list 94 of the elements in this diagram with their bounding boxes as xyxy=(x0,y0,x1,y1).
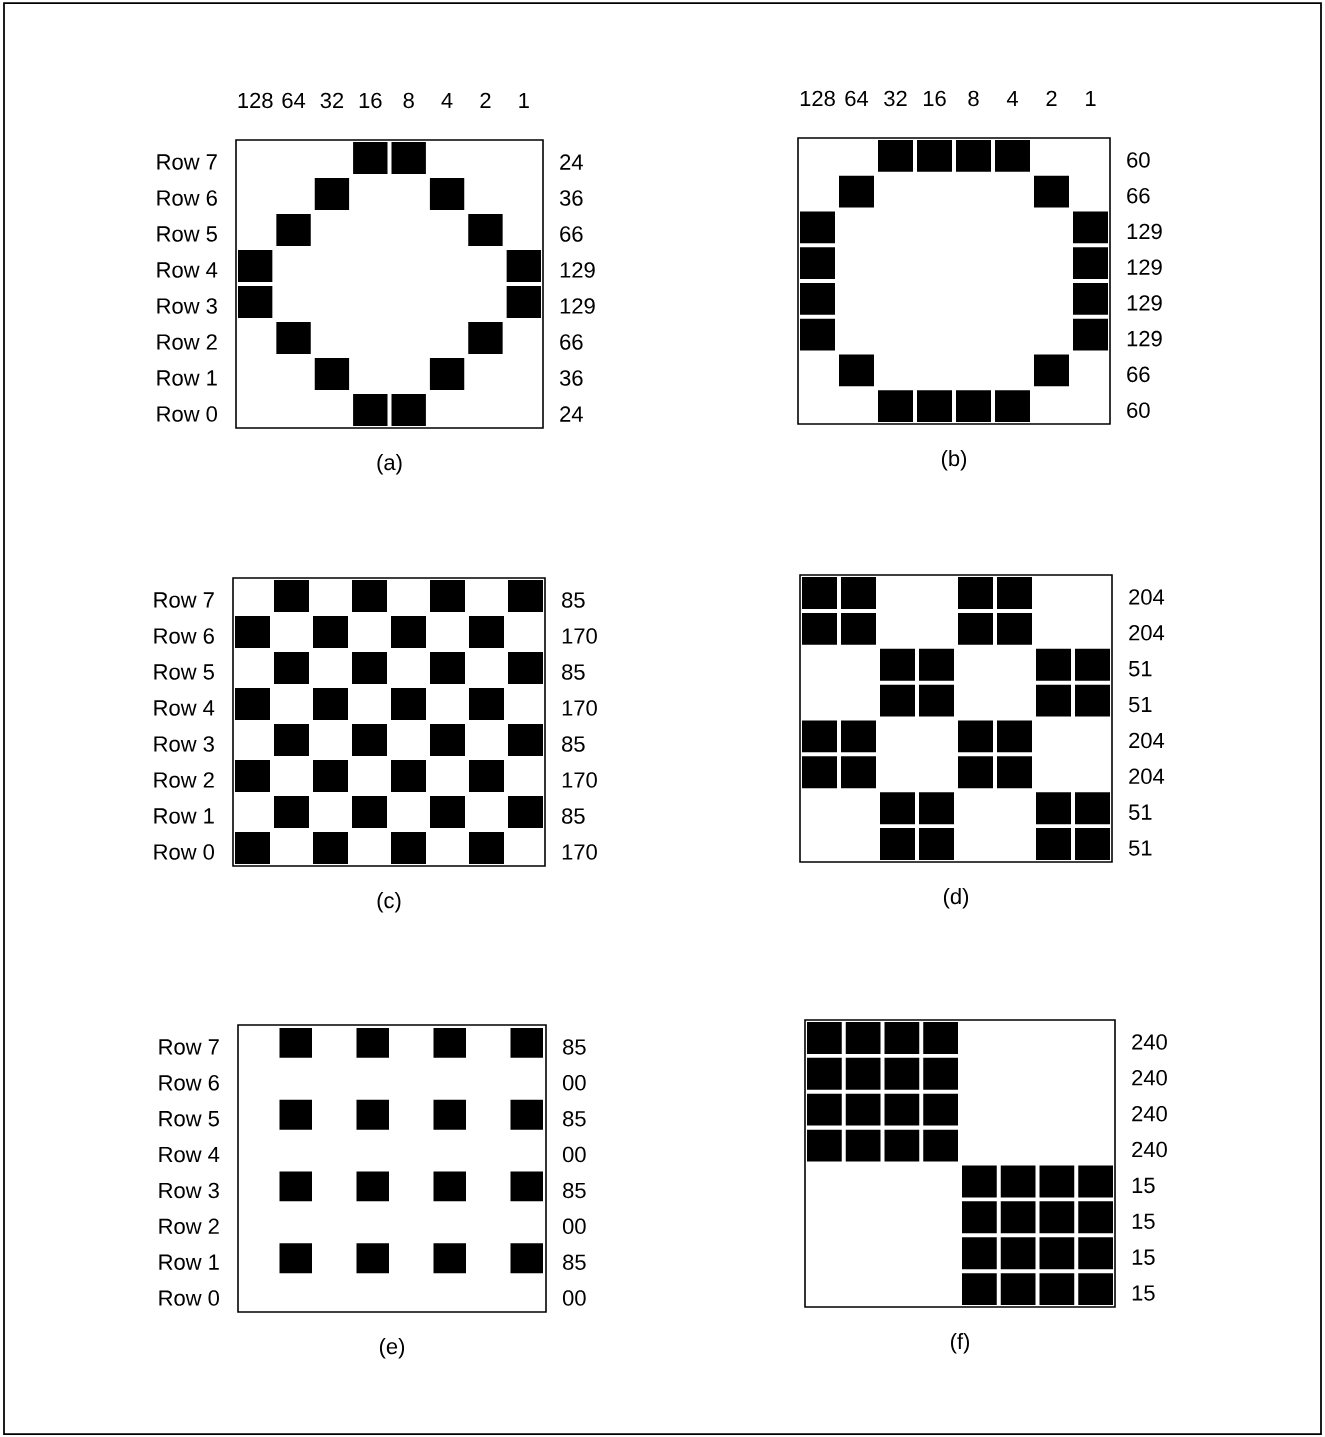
row-value: 51 xyxy=(1129,840,1152,856)
row-label: Row 0 xyxy=(154,844,214,860)
bit-weight: 32 xyxy=(884,90,907,107)
bit-weight: 8 xyxy=(403,92,414,109)
row-label: Row 2 xyxy=(159,1218,219,1235)
row-value: 129 xyxy=(1127,259,1162,275)
row-label: Row 5 xyxy=(159,1111,219,1127)
row-label: Row 7 xyxy=(159,1039,219,1055)
panel-caption: (a) xyxy=(377,454,402,475)
row-label: Row 7 xyxy=(157,154,217,170)
row-value: 66 xyxy=(1127,366,1150,383)
row-value: 24 xyxy=(560,154,583,170)
row-label: Row 6 xyxy=(159,1075,219,1091)
row-value: 240 xyxy=(1132,1034,1167,1050)
row-label: Row 3 xyxy=(157,298,217,314)
panel-caption: (e) xyxy=(379,1338,405,1359)
row-label: Row 3 xyxy=(159,1182,219,1199)
bit-weight: 16 xyxy=(923,90,946,107)
row-value: 129 xyxy=(1127,295,1162,311)
row-value: 204 xyxy=(1129,625,1165,641)
bit-weight: 64 xyxy=(845,90,869,107)
panel-caption: (b) xyxy=(941,450,967,471)
row-value: 85 xyxy=(563,1039,586,1055)
row-value: 51 xyxy=(1129,804,1152,820)
row-value: 60 xyxy=(1127,152,1150,168)
row-value: 129 xyxy=(560,298,595,314)
row-value: 60 xyxy=(1127,402,1150,418)
row-value: 129 xyxy=(560,262,595,278)
row-value: 00 xyxy=(562,1075,586,1091)
row-value: 85 xyxy=(563,1110,586,1127)
bit-weight: 8 xyxy=(968,90,979,107)
row-value: 85 xyxy=(562,664,585,680)
row-value: 36 xyxy=(559,190,583,206)
row-value: 85 xyxy=(562,736,585,752)
row-value: 204 xyxy=(1129,589,1165,605)
row-label: Row 0 xyxy=(157,406,217,422)
row-label: Row 4 xyxy=(159,1146,220,1163)
row-label: Row 1 xyxy=(159,1254,219,1270)
row-value: 170 xyxy=(562,700,597,716)
row-value: 66 xyxy=(560,334,583,350)
row-value: 36 xyxy=(559,370,583,386)
row-value: 51 xyxy=(1129,696,1152,713)
row-value: 170 xyxy=(562,628,597,644)
row-label: Row 2 xyxy=(157,334,217,350)
row-value: 85 xyxy=(563,1254,586,1270)
bit-weight: 128 xyxy=(800,90,835,107)
row-value: 85 xyxy=(562,808,585,824)
row-label: Row 5 xyxy=(154,664,214,680)
row-value: 170 xyxy=(562,772,597,788)
bit-weight: 4 xyxy=(441,92,453,108)
bit-weight: 1 xyxy=(1086,90,1096,106)
row-value: 00 xyxy=(562,1290,586,1306)
row-value: 240 xyxy=(1132,1141,1167,1158)
row-value: 15 xyxy=(1132,1213,1155,1229)
row-value: 15 xyxy=(1132,1285,1155,1301)
row-label: Row 1 xyxy=(154,808,214,824)
row-label: Row 3 xyxy=(154,736,214,752)
bit-weight: 2 xyxy=(1046,90,1057,106)
panel-caption: (d) xyxy=(943,888,969,909)
row-value: 240 xyxy=(1132,1070,1167,1086)
row-value: 51 xyxy=(1129,661,1152,677)
row-value: 170 xyxy=(562,844,597,860)
row-value: 204 xyxy=(1129,768,1165,785)
row-label: Row 7 xyxy=(154,592,214,608)
bit-weight: 128 xyxy=(238,92,273,109)
panel-caption: (f) xyxy=(951,1333,969,1354)
row-value: 00 xyxy=(562,1146,586,1163)
row-value: 129 xyxy=(1127,330,1162,347)
row-value: 15 xyxy=(1132,1249,1155,1265)
bit-weight: 32 xyxy=(320,92,344,109)
row-value: 129 xyxy=(1127,223,1162,240)
bit-weight: 2 xyxy=(480,92,491,108)
row-label: Row 6 xyxy=(154,628,214,644)
row-value: 85 xyxy=(563,1182,586,1199)
bit-weight: 16 xyxy=(359,92,382,109)
bit-weight: 64 xyxy=(282,92,306,109)
bit-weight: 1 xyxy=(519,92,529,108)
row-label: Row 4 xyxy=(157,262,218,278)
row-label: Row 0 xyxy=(159,1290,219,1306)
row-value: 240 xyxy=(1132,1105,1167,1122)
row-label: Row 6 xyxy=(157,190,217,206)
row-label: Row 2 xyxy=(154,772,214,788)
row-value: 204 xyxy=(1129,732,1165,749)
row-value: 66 xyxy=(1127,187,1150,204)
bit-weight: 4 xyxy=(1006,90,1018,106)
row-value: 00 xyxy=(562,1218,586,1235)
row-value: 85 xyxy=(562,592,585,608)
row-label: Row 5 xyxy=(157,226,217,242)
row-value: 66 xyxy=(560,226,583,242)
row-value: 15 xyxy=(1132,1177,1155,1194)
row-label: Row 1 xyxy=(157,370,217,386)
row-label: Row 4 xyxy=(154,700,215,716)
panel-caption: (c) xyxy=(377,892,401,913)
row-value: 24 xyxy=(560,406,583,422)
